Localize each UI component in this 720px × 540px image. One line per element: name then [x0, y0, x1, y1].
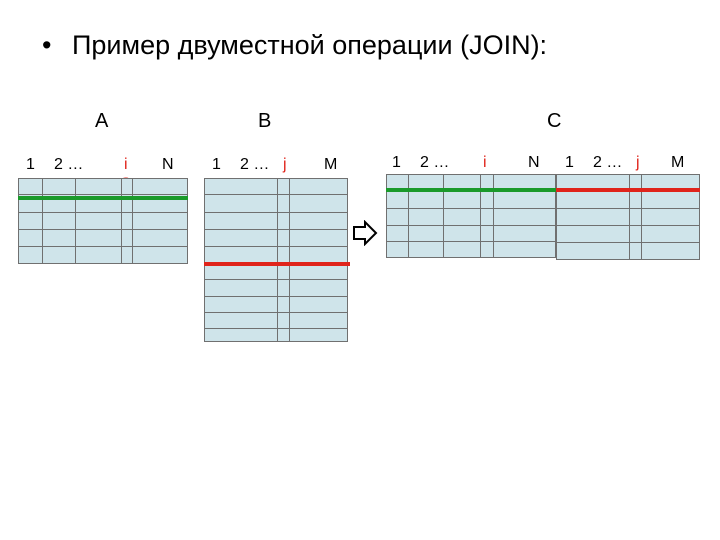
table-b-col-m: M — [324, 156, 338, 173]
right-arrow-icon — [353, 220, 378, 246]
table-b-col-j: j — [283, 156, 287, 173]
table-c-col-m: M — [671, 154, 685, 171]
table-c-col-j: j — [636, 154, 640, 171]
table-c-grid-right — [556, 174, 700, 260]
table-b-col-2: 2 … — [240, 156, 270, 173]
table-a-col-i: i — [124, 156, 128, 173]
slide-title: • Пример двуместной операции (JOIN): — [42, 30, 547, 61]
table-a-col-n: N — [162, 156, 174, 173]
table-c-label: C — [547, 110, 562, 132]
table-c-col-2: 2 … — [420, 154, 450, 171]
table-b-grid — [204, 178, 348, 342]
title-text: Пример двуместной операции (JOIN): — [72, 30, 548, 60]
table-b-match-row — [204, 262, 350, 266]
table-a-col-2: 2 … — [54, 156, 84, 173]
table-c-col-n: N — [528, 154, 540, 171]
table-a-col-1: 1 — [26, 156, 35, 173]
table-c-match-row-b — [556, 188, 700, 192]
table-b-label: B — [258, 110, 272, 132]
table-a-label: A — [95, 110, 109, 132]
table-a-grid — [18, 178, 188, 264]
table-c-col-1b: 1 — [565, 154, 574, 171]
table-c-col-2b: 2 … — [593, 154, 623, 171]
table-c-col-i: i — [483, 154, 487, 171]
table-c-col-1: 1 — [392, 154, 401, 171]
table-c-grid-left — [386, 174, 556, 258]
bullet: • — [42, 30, 52, 60]
table-c-match-row-a — [386, 188, 558, 192]
table-a-match-row — [18, 196, 188, 200]
table-b-col-1: 1 — [212, 156, 221, 173]
